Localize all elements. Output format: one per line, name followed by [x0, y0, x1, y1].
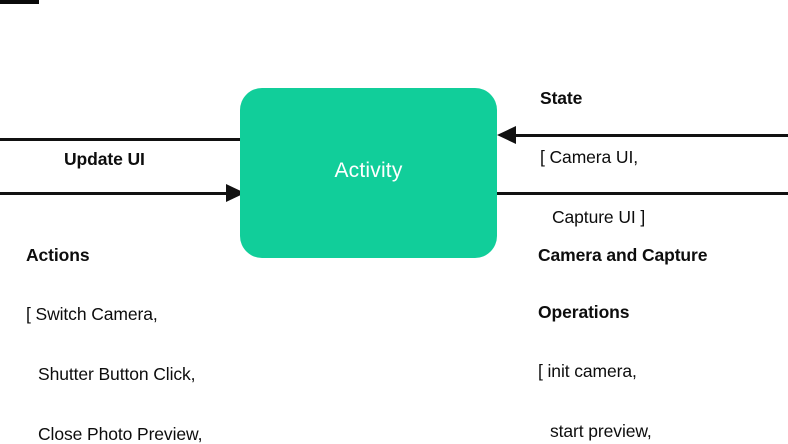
edge-line-operations — [497, 192, 788, 195]
annotation-operations-item: [ init camera, — [538, 361, 637, 381]
annotation-operations-title-line-1: Camera and Capture — [538, 245, 708, 265]
edge-line-actions — [0, 192, 228, 195]
annotation-actions: Actions [ Switch Camera, Shutter Button … — [26, 209, 238, 444]
annotation-actions-item: Close Photo Preview, — [38, 424, 203, 444]
annotation-update-ui: Update UI — [64, 113, 145, 206]
arrowhead-left-icon-state — [497, 126, 516, 144]
node-activity[interactable]: Activity — [240, 88, 497, 258]
annotation-operations: Camera and Capture Operations [ init cam… — [538, 209, 707, 444]
annotation-update-ui-title: Update UI — [64, 149, 145, 169]
annotation-operations-item: start preview, — [550, 421, 652, 441]
annotation-state: State [ Camera UI, Capture UI ] — [540, 52, 645, 265]
annotation-actions-item: Shutter Button Click, — [38, 364, 196, 384]
edge-line-state — [510, 134, 788, 137]
edge-line-update-ui — [0, 138, 244, 141]
annotation-actions-item: [ Switch Camera, — [26, 304, 158, 324]
annotation-operations-title-line-2: Operations — [538, 302, 630, 322]
annotation-state-item: [ Camera UI, — [540, 147, 638, 167]
annotation-state-title: State — [540, 88, 583, 108]
annotation-actions-title: Actions — [26, 245, 90, 265]
annotation-state-item: Capture UI ] — [552, 207, 646, 227]
node-activity-label: Activity — [334, 159, 403, 182]
crop-edge-artifact — [0, 0, 39, 4]
